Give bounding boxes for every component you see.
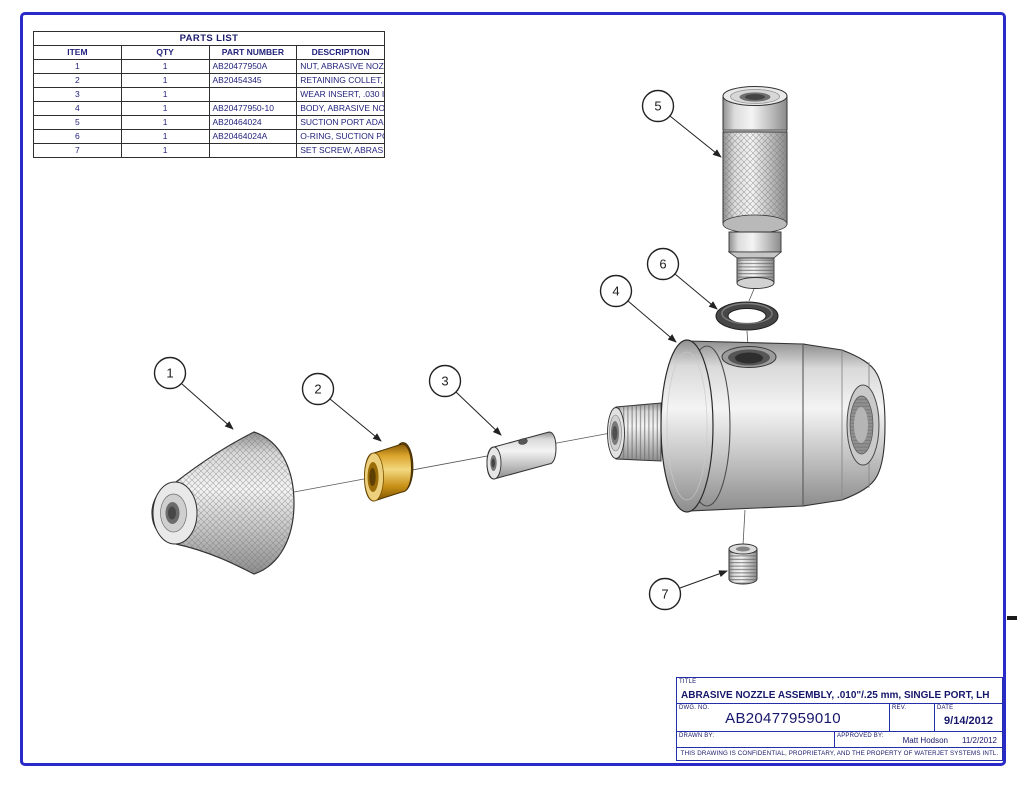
cell-part-number [208, 143, 298, 158]
confidential-row: THIS DRAWING IS CONFIDENTIAL, PROPRIETAR… [677, 747, 1002, 760]
cell-qty: 1 [120, 59, 210, 74]
part-body [607, 339, 886, 513]
parts-list-row: 1 1 AB20477950A NUT, ABRASIVE NOZZLE, .3… [33, 59, 385, 74]
cell-qty: 1 [120, 101, 210, 116]
balloon-2-label: 2 [314, 382, 321, 397]
rev-label: REV. [892, 705, 907, 711]
parts-list-row: 5 1 AB20464024 SUCTION PORT ADAPTOR, ABR… [33, 115, 385, 130]
parts-list-row: 3 1 WEAR INSERT, .030 ID, SINGLE PORT [33, 87, 385, 102]
approved-by-cell: APPROVED BY: Matt Hodson 11/2/2012 [834, 732, 1002, 747]
parts-list-row: 7 1 SET SCREW, ABRASIVE NOZZLE [33, 143, 385, 158]
cell-part-number: AB20477950-10 [208, 101, 298, 116]
date-value: 9/14/2012 [944, 715, 993, 727]
balloon-5: 5 [641, 89, 675, 123]
cell-item: 4 [33, 101, 122, 116]
header-part-number: PART NUMBER [208, 45, 298, 60]
cell-description: SUCTION PORT ADAPTOR, ABRASIVE NOZZLE [296, 115, 385, 130]
cell-item: 2 [33, 73, 122, 88]
cell-description: WEAR INSERT, .030 ID, SINGLE PORT [296, 87, 385, 102]
cell-description: SET SCREW, ABRASIVE NOZZLE [296, 143, 385, 158]
cell-part-number [208, 87, 298, 102]
leader-1 [181, 383, 234, 430]
cell-item: 7 [33, 143, 122, 158]
part-o-ring [715, 301, 779, 331]
parts-list-row: 6 1 AB20464024A O-RING, SUCTION PORT ADA… [33, 129, 385, 144]
dwg-no-cell: DWG. NO. AB20477959010 [677, 704, 889, 731]
dwg-no-label: DWG. NO. [679, 705, 710, 711]
date-cell: DATE 9/14/2012 [934, 704, 1002, 731]
title-label: TITLE [679, 679, 697, 685]
confidential-note: THIS DRAWING IS CONFIDENTIAL, PROPRIETAR… [680, 750, 999, 757]
dwg-no-row: DWG. NO. AB20477959010 REV. DATE 9/14/20… [677, 703, 1002, 731]
approved-by-date: 11/2/2012 [962, 736, 997, 745]
leader-5 [669, 115, 722, 158]
drawn-by-label: DRAWN BY: [679, 733, 715, 739]
part-suction-adaptor [722, 86, 788, 289]
parts-list-row: 2 1 AB20454345 RETAINING COLLET, .373" I… [33, 73, 385, 88]
balloon-3: 3 [428, 364, 462, 398]
cell-item: 1 [33, 59, 122, 74]
leader-7 [679, 570, 728, 589]
balloon-3-label: 3 [441, 374, 448, 389]
cell-part-number: AB20477950A [208, 59, 298, 74]
balloon-5-label: 5 [654, 99, 661, 114]
cell-qty: 1 [120, 143, 210, 158]
title-row: TITLE ABRASIVE NOZZLE ASSEMBLY, .010"/.2… [677, 678, 1002, 703]
cell-part-number: AB20464024 [208, 115, 298, 130]
leader-3 [455, 391, 502, 436]
cell-description: NUT, ABRASIVE NOZZLE, .373" [296, 59, 385, 74]
cell-item: 3 [33, 87, 122, 102]
title-block: TITLE ABRASIVE NOZZLE ASSEMBLY, .010"/.2… [676, 677, 1003, 761]
signature-row: DRAWN BY: APPROVED BY: Matt Hodson 11/2/… [677, 731, 1002, 747]
header-qty: QTY [120, 45, 210, 60]
parts-list-header-row: ITEM QTY PART NUMBER DESCRIPTION [33, 45, 385, 60]
cell-item: 5 [33, 115, 122, 130]
part-set-screw [728, 543, 758, 585]
balloon-7: 7 [648, 577, 682, 611]
balloon-6-label: 6 [659, 257, 666, 272]
parts-list-row: 4 1 AB20477950-10 BODY, ABRASIVE NOZZLE,… [33, 101, 385, 116]
cell-description: BODY, ABRASIVE NOZZLE, SINGLE PORT [296, 101, 385, 116]
leader-6 [674, 273, 718, 310]
balloon-2: 2 [301, 372, 335, 406]
title-cell: TITLE ABRASIVE NOZZLE ASSEMBLY, .010"/.2… [677, 678, 1002, 703]
approved-by-label: APPROVED BY: [837, 733, 884, 739]
cell-part-number: AB20464024A [208, 129, 298, 144]
rev-cell: REV. [889, 704, 934, 731]
balloon-6: 6 [646, 247, 680, 281]
dwg-no-value: AB20477959010 [725, 710, 841, 727]
edge-mark [1007, 616, 1017, 620]
header-description: DESCRIPTION [296, 45, 385, 60]
cell-qty: 1 [120, 115, 210, 130]
balloon-1-label: 1 [166, 366, 173, 381]
balloon-1: 1 [153, 356, 187, 390]
cell-item: 6 [33, 129, 122, 144]
parts-list-title-row: PARTS LIST [33, 31, 385, 46]
balloon-4: 4 [599, 274, 633, 308]
part-collet [363, 442, 414, 502]
cell-qty: 1 [120, 73, 210, 88]
cell-qty: 1 [120, 129, 210, 144]
leader-4 [627, 300, 677, 343]
part-wear-insert [486, 431, 557, 480]
header-item: ITEM [33, 45, 122, 60]
parts-list-title: PARTS LIST [33, 31, 385, 46]
leader-2 [329, 398, 382, 442]
cell-description: O-RING, SUCTION PORT ADAPTOR [296, 129, 385, 144]
leader-lines [181, 115, 728, 589]
cell-qty: 1 [120, 87, 210, 102]
drawing-title: ABRASIVE NOZZLE ASSEMBLY, .010"/.25 mm, … [681, 690, 990, 701]
cell-description: RETAINING COLLET, .373" ID, BRASS [296, 73, 385, 88]
part-nut [151, 431, 295, 575]
balloon-4-label: 4 [612, 284, 619, 299]
approved-by-name: Matt Hodson [902, 736, 948, 745]
drawn-by-cell: DRAWN BY: [677, 732, 834, 747]
balloon-7-label: 7 [661, 587, 668, 602]
date-label: DATE [937, 705, 954, 711]
cell-part-number: AB20454345 [208, 73, 298, 88]
parts-list-table: PARTS LIST ITEM QTY PART NUMBER DESCRIPT… [33, 31, 385, 158]
